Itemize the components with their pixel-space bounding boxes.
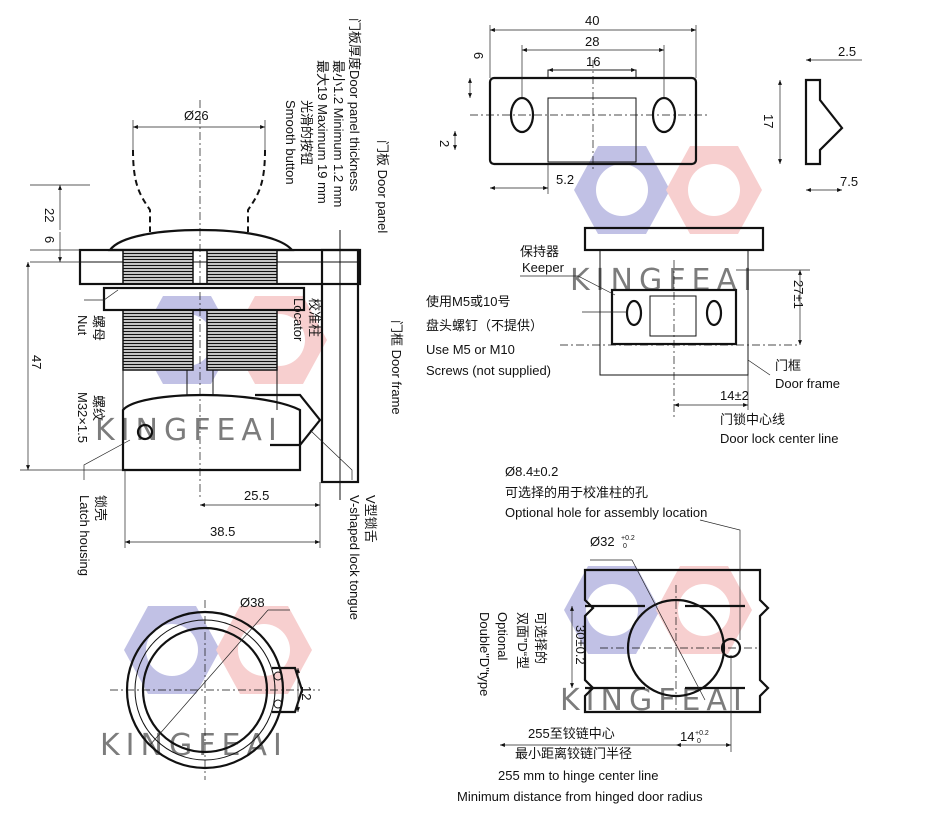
watermark-logo: KINGFEAI <box>570 146 762 298</box>
label-door-panel-thickness: 门板厚度Door panel thickness <box>347 18 362 192</box>
label-latch-housing-en: Latch housing <box>77 495 92 576</box>
label-keeper-cn: 保持器 <box>520 244 559 259</box>
label-tongue-en: V-shaped lock tongue <box>347 495 362 620</box>
label-locator-cn: 校准柱 <box>307 298 322 337</box>
keeper-mount-view: 27±1 14±2 保持器 Keeper 使用M5或10号 盘头螺钉（不提供） … <box>426 226 840 446</box>
label-smooth-button-en: Smooth button <box>283 100 298 185</box>
dim-6: 6 <box>42 236 57 243</box>
dim-5-2: 5.2 <box>556 172 574 187</box>
label-nut-cn: 螺母 <box>91 315 106 341</box>
label-hinge-en2: Minimum distance from hinged door radius <box>457 789 703 804</box>
dim-27: 27±1 <box>791 280 806 309</box>
label-center-cn: 门锁中心线 <box>720 412 785 427</box>
dim-12: 12 <box>299 686 314 700</box>
dim-25-5: 25.5 <box>244 488 269 503</box>
label-min-thickness: 最小1.2 Minimum 1.2 mm <box>331 60 346 207</box>
dim-14-2: 14±2 <box>720 388 749 403</box>
label-locator-en: Locator <box>291 298 306 342</box>
watermark-text: KINGFEAI <box>100 728 288 763</box>
label-latch-housing-cn: 锁壳 <box>93 495 108 521</box>
label-door-frame-en: Door frame <box>775 376 840 391</box>
label-thread-spec: M32×1.5 <box>75 392 90 443</box>
label-screws-en1: Use M5 or M10 <box>426 342 515 357</box>
label-hole-en: Optional hole for assembly location <box>505 505 707 520</box>
dim-button-dia: Ø26 <box>184 108 209 123</box>
dim-6: 6 <box>471 52 486 59</box>
dim-14-tol-up: +0.2 <box>695 730 709 737</box>
dim-16: 16 <box>586 54 600 69</box>
v-tongue <box>255 393 322 447</box>
label-keeper-en: Keeper <box>522 260 565 275</box>
keeper-top-view: 40 28 16 6 2 5.2 2.5 17 7.5 <box>437 13 862 194</box>
watermark-logo: KINGFEAI <box>100 606 312 763</box>
label-dd-en1: Optional <box>495 612 510 661</box>
dim-dia32: Ø32 <box>590 534 615 549</box>
label-hole-cn: 可选择的用于校准柱的孔 <box>505 485 648 500</box>
label-hinge-en1: 255 mm to hinge center line <box>498 768 658 783</box>
label-screws-cn2: 盘头螺钉（不提供） <box>426 318 543 333</box>
label-thread-cn: 螺纹 <box>91 395 106 421</box>
dim-dia38: Ø38 <box>240 595 265 610</box>
label-door-panel: 门板 Door panel <box>375 140 390 233</box>
dim-28: 28 <box>585 34 599 49</box>
dim-14-tol-dn: 0 <box>697 738 701 745</box>
label-hole-dia: Ø8.4±0.2 <box>505 464 558 479</box>
label-tongue-cn: V型锁舌 <box>363 495 378 543</box>
label-center-en: Door lock center line <box>720 431 839 446</box>
side-view: Ø26 22 6 47 25.5 38.5 门板厚度Door panel thi… <box>20 18 404 620</box>
label-door-frame-cn: 门框 <box>775 358 801 373</box>
dim-38-5: 38.5 <box>210 524 235 539</box>
dim-40: 40 <box>585 13 599 28</box>
dim-dia32-tol-up: +0.2 <box>621 535 635 542</box>
dim-47: 47 <box>29 355 44 369</box>
dim-2-5: 2.5 <box>838 44 856 59</box>
dim-14: 14 <box>680 729 694 744</box>
label-screws-cn1: 使用M5或10号 <box>426 294 511 309</box>
watermark-group: KINGFEAI KINGFEAI KINGFEAI KINGFEAI <box>95 146 762 763</box>
label-dd-en2: Double"D"type <box>477 612 492 696</box>
label-nut-en: Nut <box>75 315 90 336</box>
label-hinge-cn2: 最小距离铰链门半径 <box>515 746 632 761</box>
label-hinge-cn1: 255至铰链中心 <box>528 726 615 741</box>
dim-17: 17 <box>761 114 776 128</box>
dim-30: 30±0.2 <box>573 625 588 665</box>
label-max-thickness: 最大19 Maximum 19 mm <box>315 60 330 204</box>
label-screws-en2: Screws (not supplied) <box>426 363 551 378</box>
label-door-frame: 门框 Door frame <box>389 320 404 415</box>
dim-22: 22 <box>42 208 57 222</box>
latch-housing <box>121 393 302 472</box>
panel-cutout-view: 30±0.2 Ø32 +0.2 0 14 +0.2 0 Ø8.4±0.2 可选择… <box>457 464 770 804</box>
front-view: Ø38 12 <box>110 595 320 780</box>
dim-2: 2 <box>437 140 452 147</box>
label-dd-cn1: 可选择的 <box>533 612 548 664</box>
nut <box>102 286 306 312</box>
watermark-text: KINGFEAI <box>570 263 758 298</box>
label-smooth-button-cn: 光滑的按钮 <box>299 100 314 165</box>
dim-7-5: 7.5 <box>840 174 858 189</box>
dim-dia32-tol-dn: 0 <box>623 543 627 550</box>
label-dd-cn2: 双面”D“型 <box>515 612 530 669</box>
